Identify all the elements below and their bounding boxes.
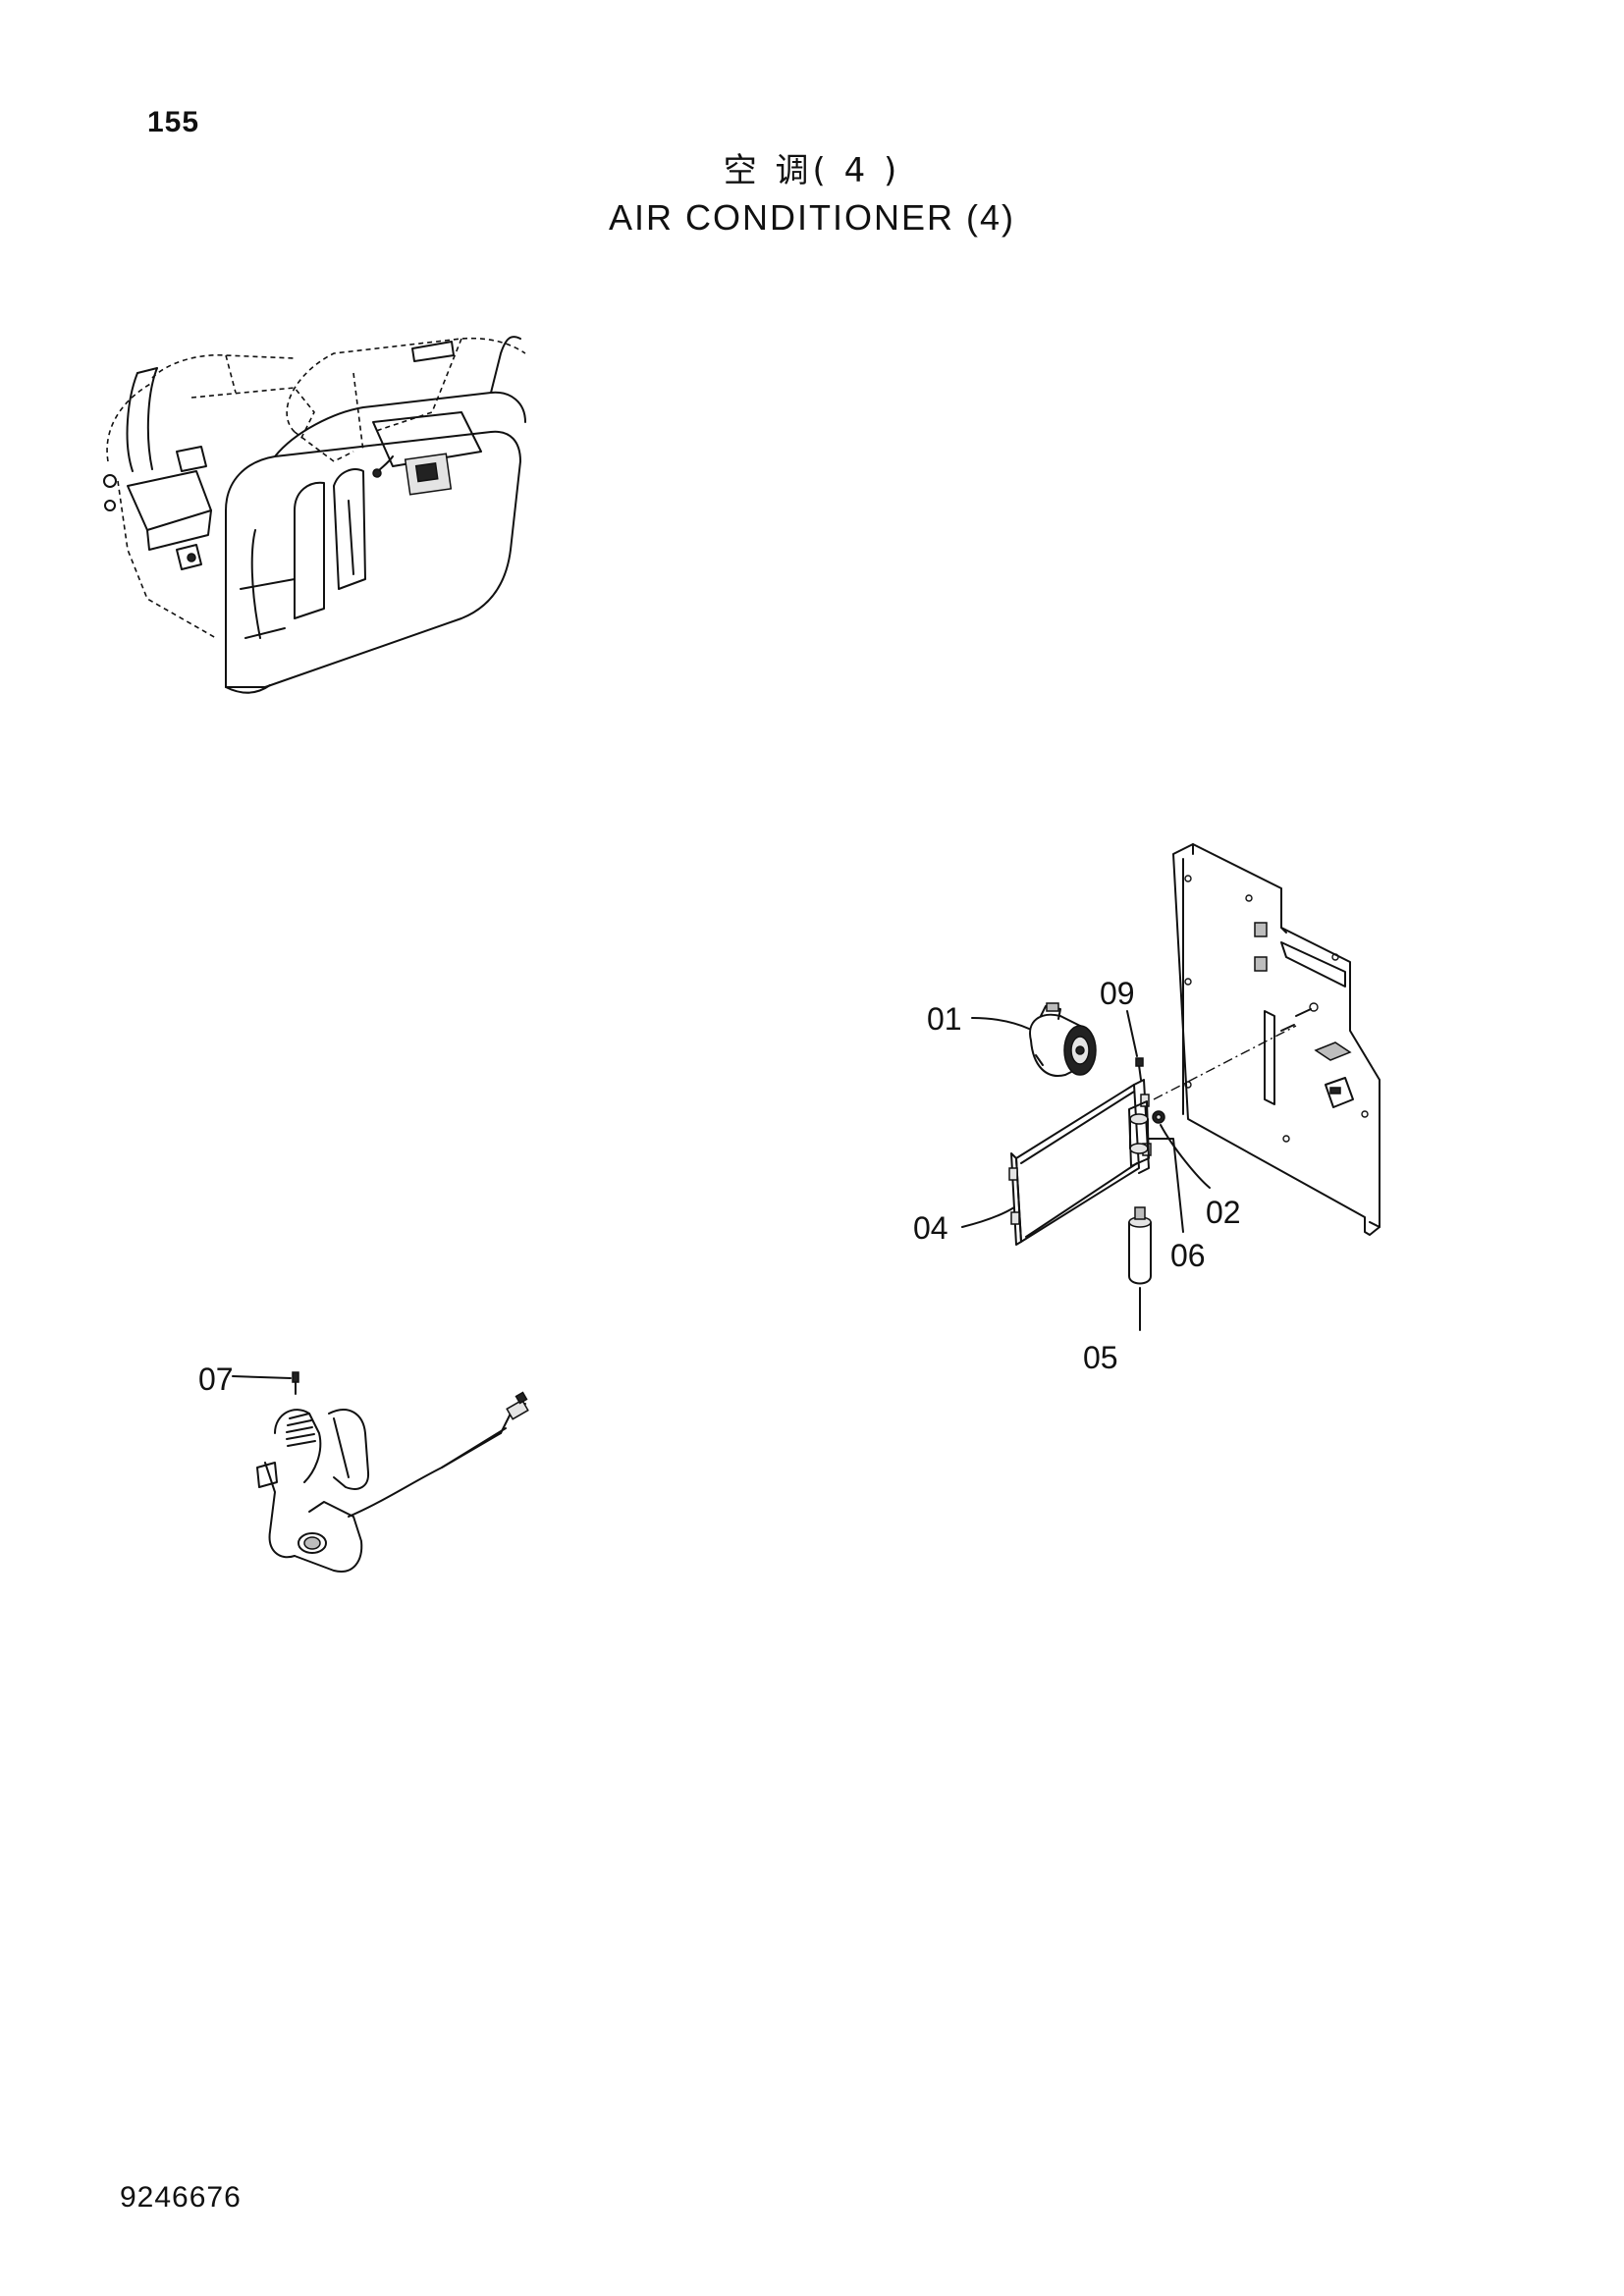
callout-01: 01	[927, 1001, 962, 1037]
compressor-part	[1029, 1002, 1097, 1077]
callout-02: 02	[1206, 1195, 1241, 1230]
callout-05: 05	[1083, 1340, 1118, 1375]
receiver-drier-part	[1128, 1206, 1152, 1285]
title-chinese: 空 调( 4 )	[723, 151, 901, 190]
callout-06: 06	[1170, 1238, 1206, 1273]
page-title: 空 调( 4 ) AIR CONDITIONER (4)	[0, 147, 1624, 241]
callout-04: 04	[913, 1210, 948, 1246]
nut-part	[1152, 1110, 1165, 1124]
air-duct-assembly-illustration	[256, 1371, 529, 1573]
callout-09: 09	[1100, 976, 1135, 1011]
document-number: 9246676	[120, 2181, 242, 2214]
condenser-assembly-illustration	[1008, 843, 1380, 1285]
screw-part	[1135, 1057, 1144, 1081]
leader-lines	[232, 1010, 1211, 1379]
callout-07: 07	[198, 1362, 234, 1397]
condenser-part	[1008, 1079, 1152, 1246]
cab-overview-illustration	[103, 336, 526, 694]
page-number: 155	[147, 106, 200, 138]
drier-bracket-part	[1128, 1100, 1150, 1167]
title-english: AIR CONDITIONER (4)	[608, 197, 1015, 238]
